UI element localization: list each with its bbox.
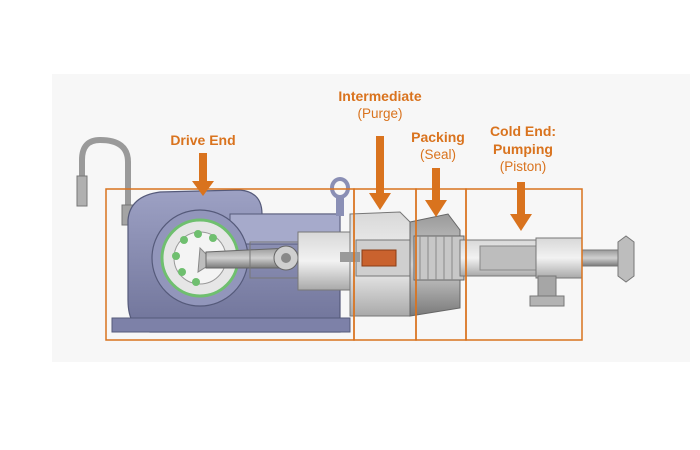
packing-label: Packing (Seal) <box>398 128 478 164</box>
intermediate-purge-assembly <box>340 211 411 317</box>
cold-end-arrow <box>510 182 532 231</box>
cold-end-subtitle: (Piston) <box>499 159 547 174</box>
section-arrows <box>192 136 532 231</box>
packing-title: Packing <box>411 129 465 145</box>
cold-end-label: Cold End: Pumping (Piston) <box>478 122 568 176</box>
cold-end-title-line2: Pumping <box>493 141 553 157</box>
eyebolt <box>330 177 350 216</box>
packing-seal-assembly <box>409 213 465 317</box>
connecting-rod <box>205 231 351 291</box>
packing-arrow <box>425 168 447 217</box>
packing-subtitle: (Seal) <box>419 147 456 162</box>
drive-end-title: Drive End <box>170 132 236 148</box>
intermediate-subtitle: (Purge) <box>357 106 403 121</box>
intermediate-title: Intermediate <box>338 88 422 104</box>
intermediate-label: Intermediate (Purge) <box>320 87 440 123</box>
drive-end-label: Drive End <box>154 131 252 149</box>
intermediate-arrow <box>369 136 391 210</box>
cold-end-title-line1: Cold End: <box>489 123 557 139</box>
drive-end-arrow <box>192 153 214 196</box>
cold-end-pump-assembly <box>459 235 635 307</box>
